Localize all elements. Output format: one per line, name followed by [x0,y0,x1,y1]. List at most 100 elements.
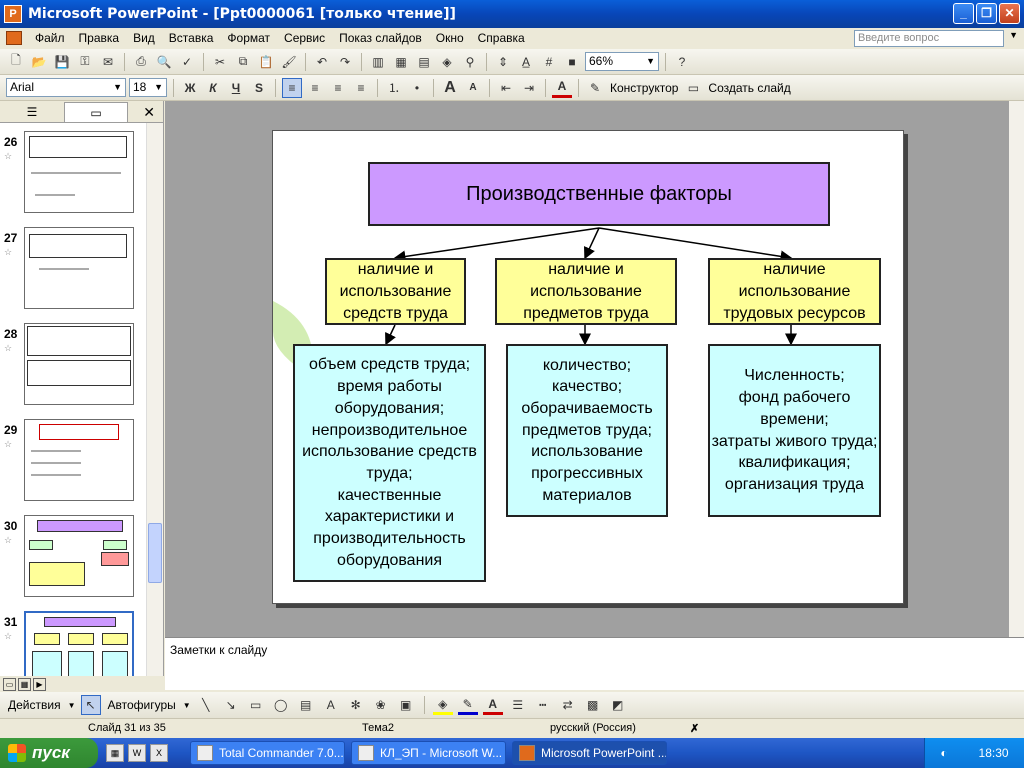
document-icon[interactable] [6,31,22,45]
current-slide[interactable]: Производственные факторы наличие и испол… [272,130,904,604]
save-icon[interactable]: 💾 [54,54,70,69]
permission-icon[interactable]: ⚿ [80,54,90,68]
task-word[interactable]: КЛ_ЭП - Microsoft W... [351,741,506,765]
task-powerpoint[interactable]: Microsoft PowerPoint ... [512,741,667,765]
menu-view[interactable]: Вид [133,31,155,45]
close-button[interactable]: ✕ [999,3,1020,24]
print-icon[interactable]: ⎙ [136,54,146,68]
decrease-font-icon[interactable]: A [469,82,477,93]
slide-thumb-27[interactable]: 27 ☆ [0,225,146,311]
paste-icon[interactable]: 📋 [258,54,274,69]
increase-font-icon[interactable]: A [444,78,456,96]
menu-file[interactable]: Файл [35,31,65,45]
menu-edit[interactable]: Правка [78,31,120,45]
task-total-commander[interactable]: Total Commander 7.0... [190,741,345,765]
oval-icon[interactable]: ◯ [273,698,288,712]
slide-thumb-26[interactable]: 26 ☆ [0,129,146,215]
numbering-icon[interactable]: ⒈ [387,81,400,95]
fill-color-icon[interactable]: ◈ [432,695,453,715]
new-slide-icon[interactable]: ▭ [687,80,700,95]
detail-box-labor[interactable]: Численность; фонд рабочего времени; затр… [708,344,881,517]
arrow-style-icon[interactable]: ⇄ [562,698,573,712]
diagram-icon[interactable]: ◈ [442,54,452,69]
actions-menu[interactable]: Действия [8,698,61,712]
start-button[interactable]: пуск [0,738,98,768]
color-grayscale-icon[interactable]: ■ [568,54,576,69]
menu-insert[interactable]: Вставка [168,31,214,45]
open-icon[interactable]: 📂 [31,54,47,69]
shadow-style-icon[interactable]: ▩ [587,698,599,712]
rectangle-icon[interactable]: ▭ [250,698,262,712]
slide-thumbnail[interactable] [24,131,134,213]
new-icon[interactable]: 🗋 [11,53,21,67]
3d-style-icon[interactable]: ◩ [612,698,624,712]
slides-pane-scrollbar[interactable] [146,123,163,676]
factor-box-labor[interactable]: наличие использование трудовых ресурсов [708,258,881,325]
font-color-icon[interactable]: A [552,78,572,98]
close-icon[interactable]: ✕ [143,104,155,120]
italic-button[interactable]: К [209,80,217,95]
align-right-button[interactable]: ≡ [334,80,342,95]
table-icon[interactable]: ▦ [395,54,407,69]
scrollbar-thumb[interactable] [148,523,162,583]
chart-icon[interactable]: ▥ [372,54,384,69]
tab-outline[interactable]: ☰ [26,104,38,119]
redo-icon[interactable]: ↷ [339,54,351,69]
wordart-icon[interactable]: A [326,698,335,712]
chevron-down-icon[interactable]: ▼ [182,700,191,710]
designer-button[interactable]: Конструктор [610,80,679,95]
menu-help[interactable]: Справка [477,31,525,45]
editor-vertical-scrollbar[interactable] [1009,101,1024,637]
hyperlink-icon[interactable]: ⚲ [465,54,475,69]
slide-thumb-30[interactable]: 30 ☆ [0,513,146,599]
textbox-icon[interactable]: ▤ [300,698,312,712]
slide-thumb-31[interactable]: 31 ☆ [0,609,146,676]
title-box[interactable]: Производственные факторы [368,162,830,226]
menu-slideshow[interactable]: Показ слайдов [339,31,422,45]
arrow-icon[interactable]: ↘ [225,698,236,712]
shadow-button[interactable]: S [254,80,263,95]
chevron-down-icon[interactable]: ▼ [67,700,76,710]
restore-button[interactable]: ❐ [976,3,997,24]
slide-thumb-28[interactable]: 28 ☆ [0,321,146,407]
new-slide-button[interactable]: Создать слайд [708,80,791,95]
select-pointer-icon[interactable]: ↖ [80,695,101,715]
font-size-select[interactable]: 18▼ [129,78,167,97]
dash-style-icon[interactable]: ┅ [539,698,547,712]
increase-indent-icon[interactable]: ⇥ [523,80,535,95]
tab-slides[interactable]: ▭ [64,101,128,122]
help-icon[interactable]: ? [678,54,686,69]
chevron-down-icon[interactable]: ▼ [1009,30,1018,40]
excel-icon[interactable]: X [150,744,168,762]
undo-icon[interactable]: ↶ [316,54,328,69]
show-formatting-icon[interactable]: A̲ [521,54,530,69]
bold-button[interactable]: Ж [184,80,196,95]
powerpoint-icon[interactable]: P [4,5,22,23]
picture-icon[interactable]: ▣ [400,698,412,712]
justify-button[interactable]: ≡ [357,80,365,95]
font-select[interactable]: Arial▼ [6,78,126,97]
format-painter-icon[interactable]: 🖌 [281,54,297,69]
ask-question-input[interactable]: Введите вопрос [854,30,1004,47]
designer-icon[interactable]: ✎ [589,80,601,95]
detail-box-objects[interactable]: количество; качество; оборачиваемость пр… [506,344,668,517]
zoom-select[interactable]: 66%▼ [585,52,659,71]
clock[interactable]: 18:30 [978,746,1009,760]
slide-sorter-icon[interactable]: ▦ [18,677,31,691]
slide-thumbnail[interactable] [24,323,134,405]
font-color-icon[interactable]: A [482,695,503,715]
line-color-icon[interactable]: ✎ [457,695,478,715]
spelling-icon[interactable]: ✓ [181,54,193,69]
word-icon[interactable]: W [128,744,146,762]
slide-thumbnail[interactable] [24,419,134,501]
line-style-icon[interactable]: ☰ [512,698,524,712]
tables-borders-icon[interactable]: ▤ [418,54,430,69]
quicklaunch-app-icon[interactable]: ▦ [106,744,124,762]
slide-thumbnail[interactable] [24,227,134,309]
tray-icon[interactable]: ◐ [940,746,948,760]
decrease-indent-icon[interactable]: ⇤ [500,80,512,95]
factor-box-tools[interactable]: наличие и использование средств труда [325,258,466,325]
slide-thumbnail[interactable] [24,515,134,597]
detail-box-tools[interactable]: объем средств труда; время работы оборуд… [293,344,486,582]
underline-button[interactable]: Ч [231,80,241,95]
